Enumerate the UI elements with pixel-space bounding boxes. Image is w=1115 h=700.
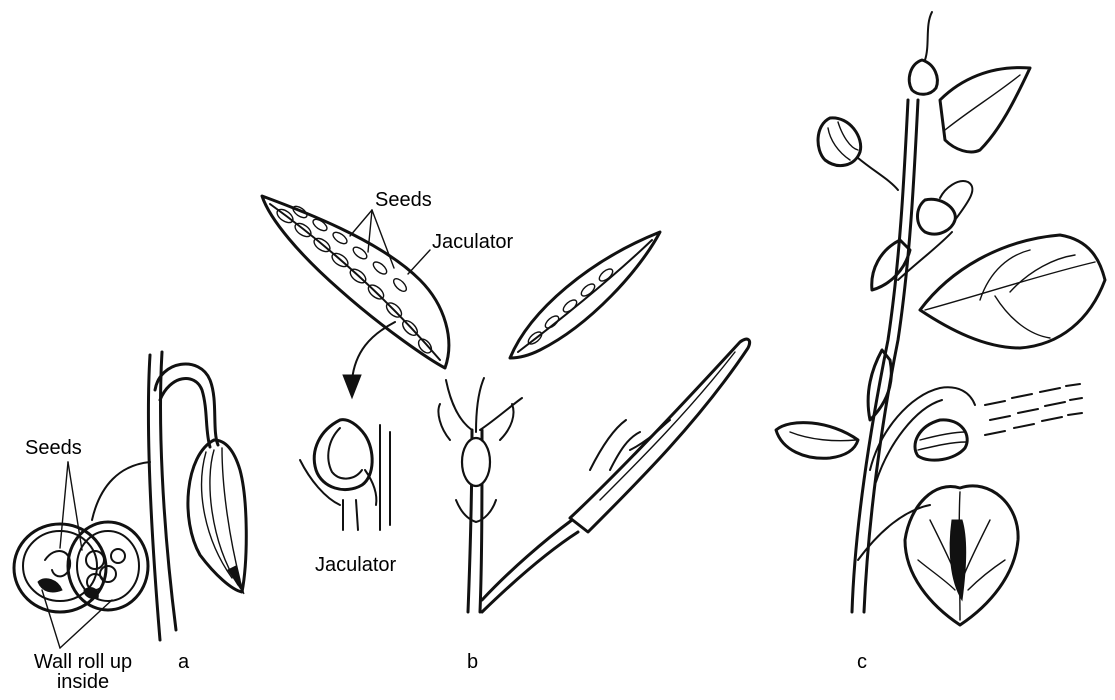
panel-c-drawing [776, 12, 1105, 625]
label-wall-roll-up: Wall roll up inside [8, 652, 158, 692]
label-seeds-left: Seeds [25, 438, 82, 458]
label-jaculator-bottom: Jaculator [315, 555, 396, 575]
label-jaculator-top: Jaculator [432, 232, 513, 252]
ejected-seeds [985, 384, 1082, 435]
label-wall-roll-up-line2: inside [8, 672, 158, 692]
label-seeds-top: Seeds [375, 190, 432, 210]
panel-label-c: c [857, 652, 867, 672]
panel-label-a: a [178, 652, 189, 672]
pod-seeds [275, 204, 434, 355]
panel-a-drawing [14, 352, 246, 648]
panel-label-b: b [467, 652, 478, 672]
label-wall-roll-up-line1: Wall roll up [8, 652, 158, 672]
panel-b-drawing [262, 196, 750, 612]
